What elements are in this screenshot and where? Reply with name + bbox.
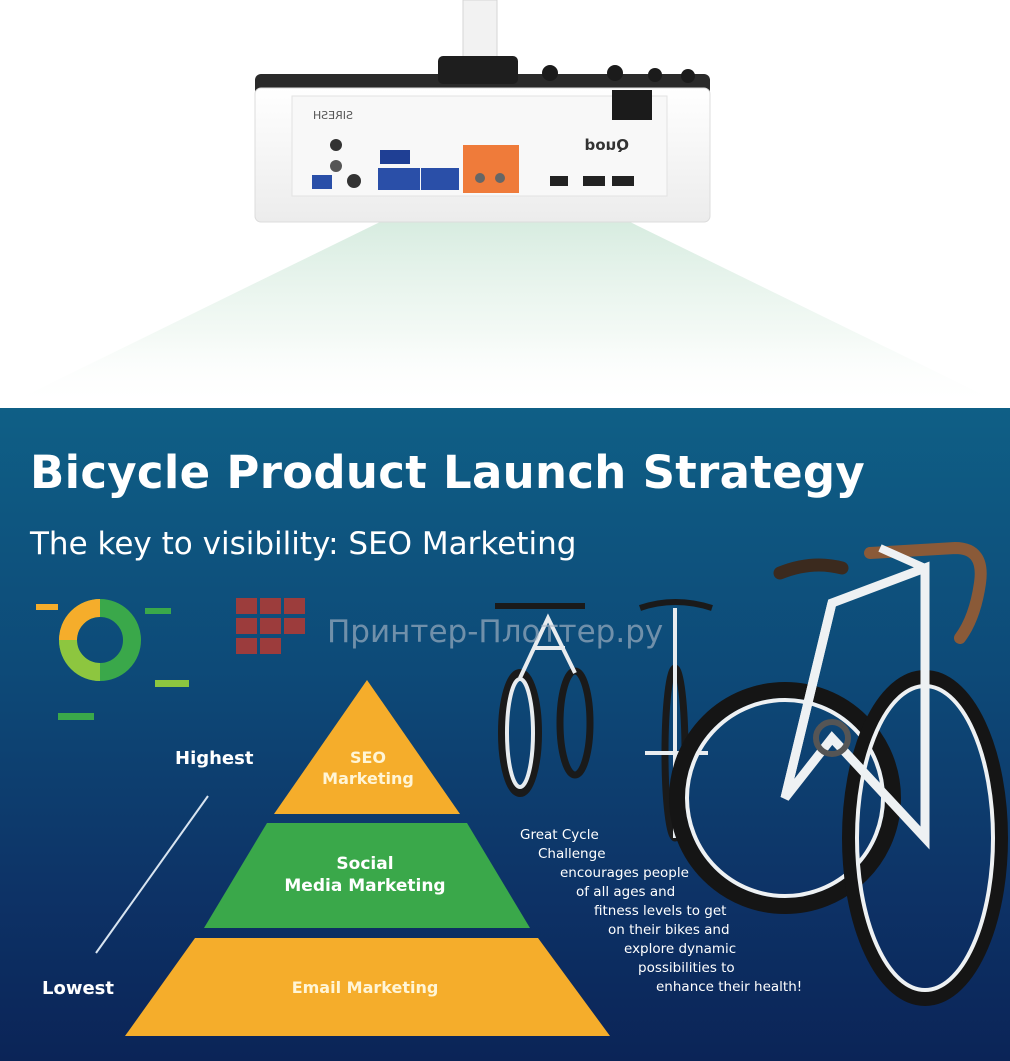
knob	[607, 65, 623, 81]
tier-label-middle: Social Media Marketing	[260, 853, 470, 897]
bicycle-front-left	[495, 603, 594, 797]
tier-label-bottom: Email Marketing	[200, 978, 530, 999]
slide-title: Bicycle Product Launch Strategy	[30, 446, 866, 499]
bicycle-side	[669, 541, 1008, 1006]
ceiling-mount-pole	[462, 0, 498, 63]
scale-label-highest: Highest	[175, 748, 254, 769]
scale-line	[95, 795, 209, 954]
blurb-line: encourages people	[560, 865, 689, 881]
watermark-text: Принтер-Плоттер.ру	[327, 614, 664, 650]
cycle-ring-icon	[36, 599, 189, 720]
model-mark: SIRESH	[313, 109, 353, 122]
knob	[681, 69, 695, 83]
projector-illustration: SIRESH Quod	[0, 0, 1010, 408]
audio-port	[330, 139, 342, 151]
lan-port	[312, 175, 332, 189]
blurb-line: Great Cycle	[520, 827, 599, 843]
speaker-terminal	[463, 145, 519, 193]
brand-mark: Quod	[585, 136, 629, 154]
blurb-line: of all ages and	[576, 884, 676, 900]
blurb-line: possibilities to	[638, 960, 735, 976]
projector-scene: SIRESH Quod	[0, 0, 1010, 408]
slide-graphics	[36, 541, 1008, 1036]
hdmi-port	[583, 176, 605, 186]
hdmi-port	[612, 176, 634, 186]
scale-label-lowest: Lowest	[42, 978, 114, 999]
vga-port	[378, 168, 420, 190]
vga-port	[380, 150, 410, 164]
blurb-line: on their bikes and	[608, 922, 730, 938]
projector-top-hub	[438, 56, 518, 84]
knob	[542, 65, 558, 81]
knob	[648, 68, 662, 82]
video-port	[347, 174, 361, 188]
tier-label-top: SEO Marketing	[305, 748, 431, 790]
tier-bottom-line1: Email Marketing	[291, 978, 439, 997]
projected-slide: Bicycle Product Launch Strategy The key …	[0, 408, 1010, 1061]
pyramid-tier-middle	[204, 823, 530, 928]
slide-subtitle: The key to visibility: SEO Marketing	[30, 526, 577, 562]
blurb-line: fitness levels to get	[594, 903, 727, 919]
pyramid-tier-top	[274, 680, 460, 814]
projection-beam	[0, 222, 1010, 408]
watermark-grid-logo	[236, 598, 305, 654]
power-socket	[612, 90, 652, 120]
tier-middle-line2: Media Marketing	[284, 876, 446, 897]
tier-middle-line1: Social	[336, 854, 394, 874]
blurb-line: explore dynamic	[624, 941, 737, 957]
challenge-blurb: Great Cycle Challenge encourages people …	[520, 826, 850, 997]
tier-top-line1: SEO	[349, 748, 387, 767]
audio-port	[330, 160, 342, 172]
blurb-line: enhance their health!	[656, 979, 803, 995]
vga-port	[421, 168, 459, 190]
tier-top-line2: Marketing	[322, 768, 414, 788]
usb-port	[550, 176, 568, 186]
blurb-line: Challenge	[538, 846, 606, 862]
pyramid-tier-bottom	[125, 938, 610, 1036]
